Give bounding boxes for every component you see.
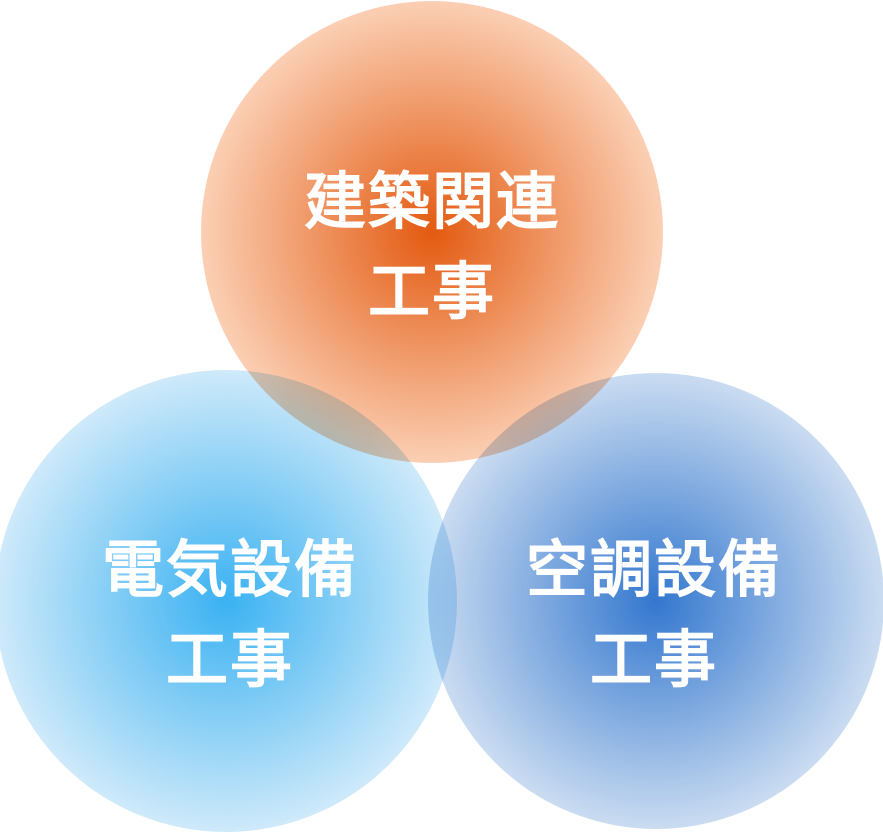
- hvac-label: 空調設備 工事: [454, 525, 854, 705]
- hvac-label-line2: 工事: [589, 623, 718, 696]
- construction-label: 建築関連 工事: [232, 157, 632, 337]
- electrical-label: 電気設備 工事: [30, 525, 430, 705]
- construction-label-line1: 建築関連: [303, 165, 560, 238]
- construction-label-line2: 工事: [367, 255, 496, 328]
- circle-construction: [201, 1, 663, 463]
- electrical-label-line2: 工事: [165, 623, 294, 696]
- circle-electrical: [0, 370, 457, 832]
- hvac-label-line1: 空調設備: [525, 533, 782, 606]
- electrical-label-line1: 電気設備: [101, 533, 358, 606]
- circle-hvac: [428, 373, 883, 829]
